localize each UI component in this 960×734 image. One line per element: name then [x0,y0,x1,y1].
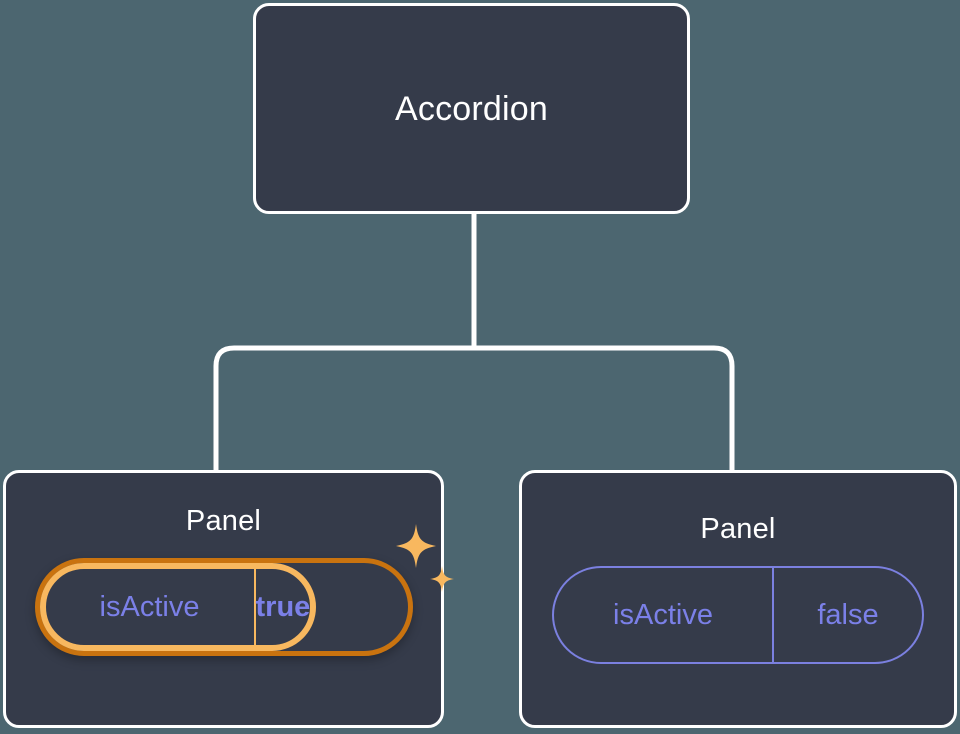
prop-pill-inactive-wrap: isActive false [552,566,924,664]
prop-value: true [253,569,310,645]
prop-pill-active-wrap: isActive true [34,524,454,656]
prop-key: isActive [613,598,713,631]
node-panel-active[interactable]: Panel isActive true [3,470,454,728]
prop-key: isActive [99,590,200,623]
sparkle-large-icon [395,524,436,568]
node-panel-active-title: Panel [185,505,262,537]
prop-pill-inner: isActive true [39,563,317,651]
connector-branch-bar [213,345,735,470]
node-panel-inactive-title: Panel [700,513,776,545]
node-accordion[interactable]: Accordion [253,3,690,214]
node-accordion-title: Accordion [395,89,548,128]
prop-pill-isactive-true[interactable]: isActive true [34,558,413,656]
prop-value: false [772,568,922,662]
node-panel-inactive[interactable]: Panel isActive false [519,470,957,728]
prop-pill-isactive-false[interactable]: isActive false [552,566,924,664]
sparkle-small-icon [429,566,454,592]
